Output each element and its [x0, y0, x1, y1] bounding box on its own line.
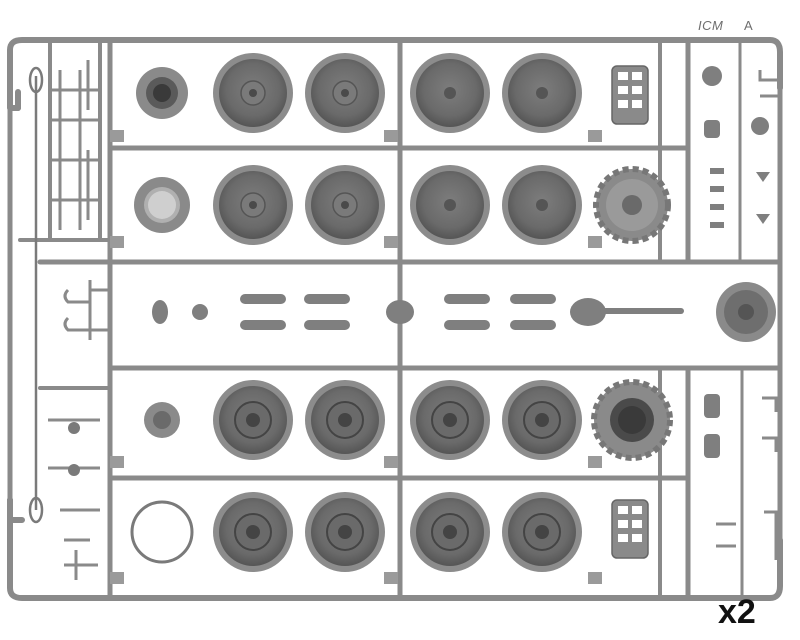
brand-mark: ICM	[698, 18, 724, 33]
grille-parts	[611, 65, 649, 559]
road-wheels-lower	[213, 380, 582, 572]
hub-parts	[130, 67, 194, 564]
quantity-label: x2	[718, 593, 756, 631]
road-wheels-upper	[213, 53, 582, 245]
rod-parts	[28, 60, 108, 580]
sprue-gates	[110, 130, 602, 584]
frame-letter: A	[744, 18, 753, 33]
sprue-runners	[7, 37, 783, 601]
bracket-parts	[152, 282, 776, 342]
drive-sprockets	[591, 166, 673, 461]
small-fittings	[702, 66, 770, 458]
